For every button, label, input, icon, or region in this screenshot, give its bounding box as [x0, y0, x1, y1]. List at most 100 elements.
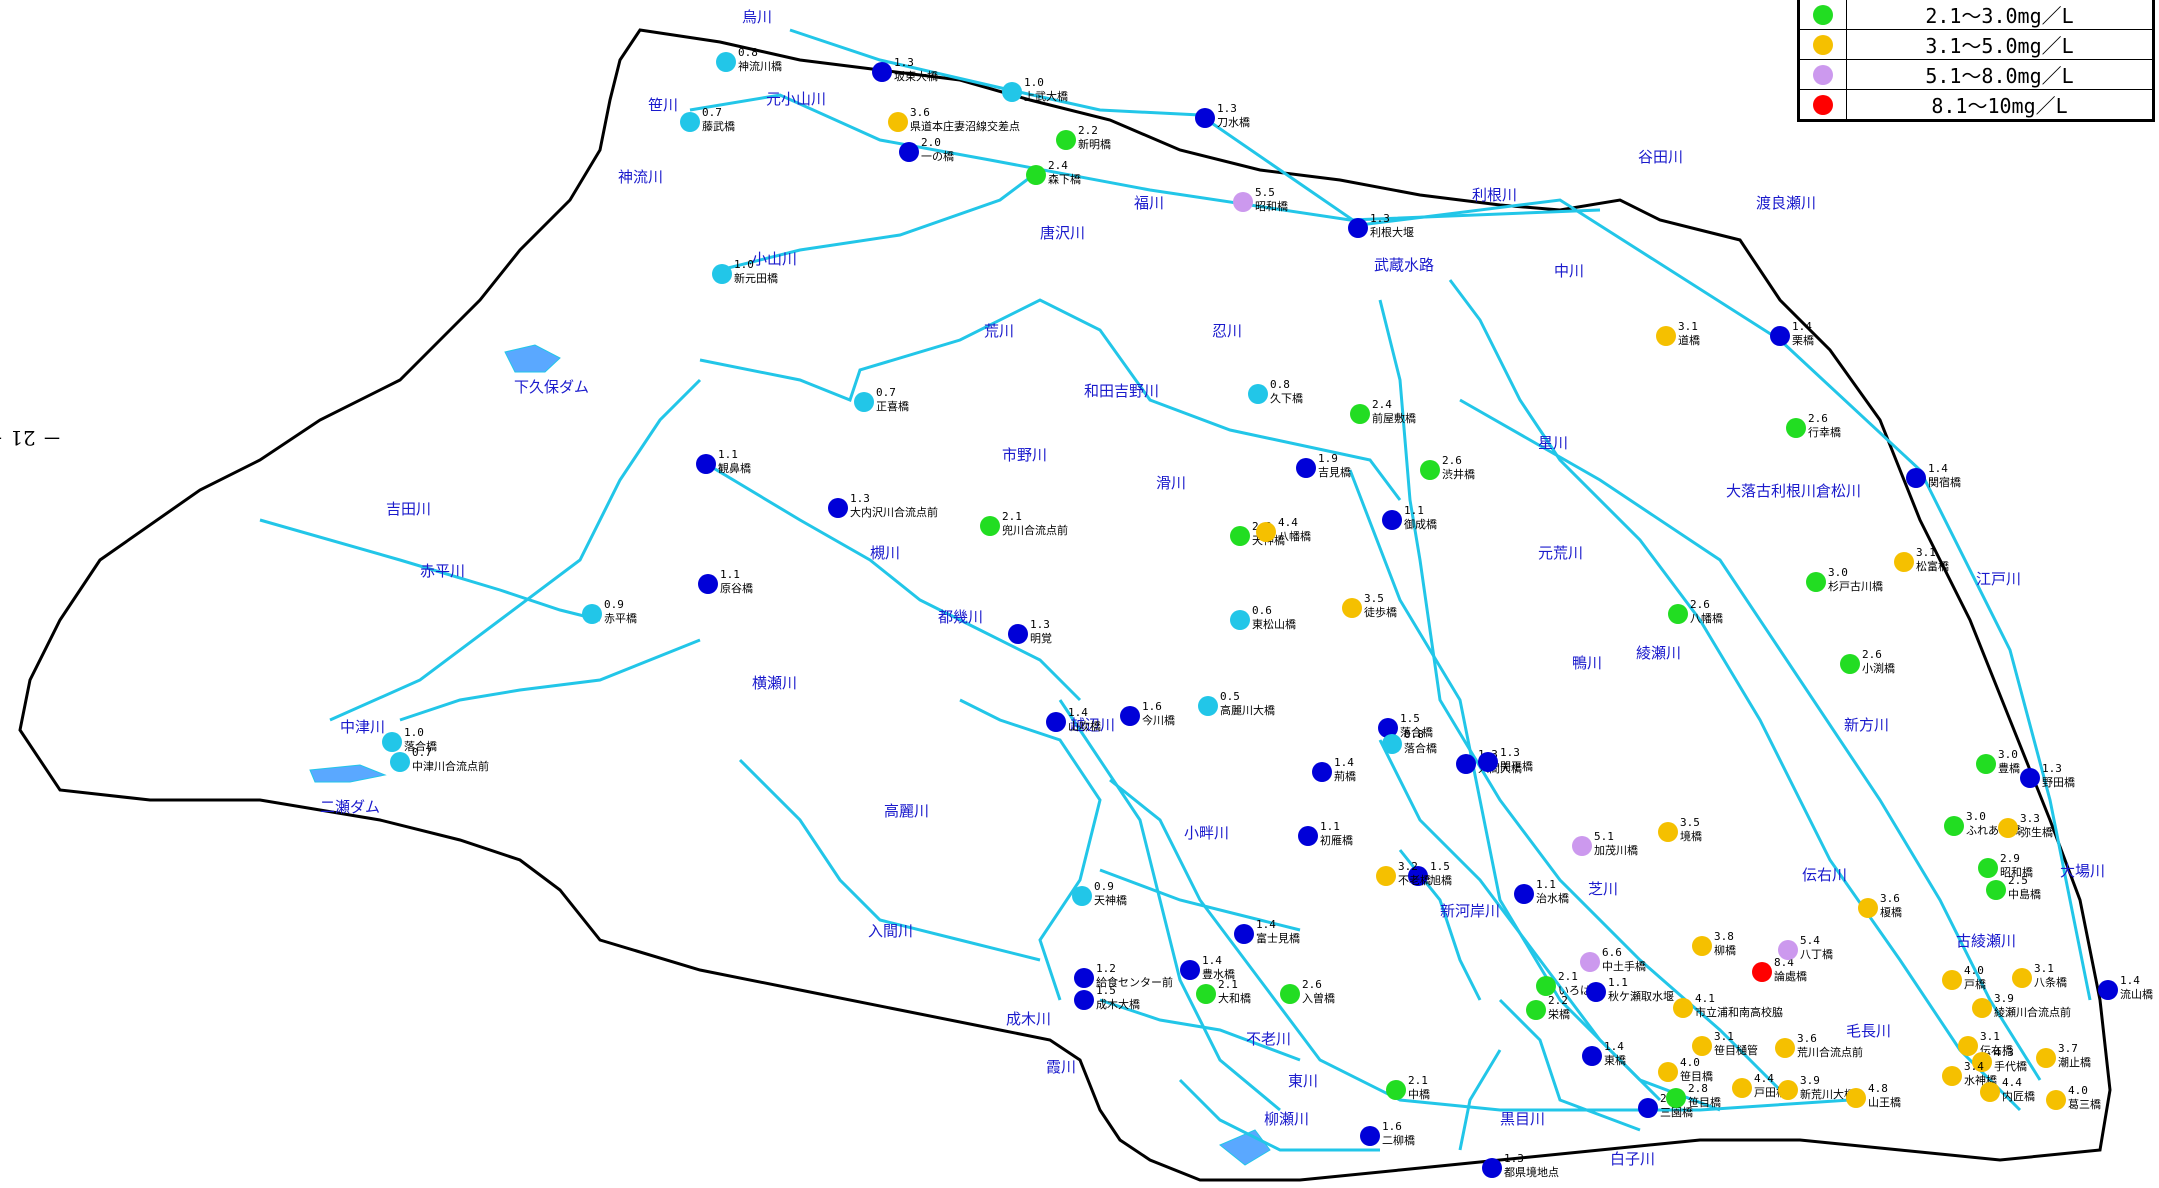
river-label: 元荒川: [1538, 544, 1583, 562]
station-value: 3.8: [1714, 930, 1734, 943]
station-name: 天神橋: [1094, 893, 1127, 907]
station-value: 2.8: [1688, 1082, 1708, 1095]
river-label: 越辺川: [1070, 716, 1115, 734]
station-dot: [1026, 165, 1046, 185]
station-value: 4.4: [1754, 1072, 1774, 1085]
station-name: 旭橋: [1430, 873, 1452, 887]
station-name: 兜川合流点前: [1002, 523, 1068, 537]
station-dot: [980, 516, 1000, 536]
station-dot: [1342, 598, 1362, 618]
station-name: 給食センター前: [1096, 975, 1173, 989]
station-dot: [1732, 1078, 1752, 1098]
station-dot: [1360, 1126, 1380, 1146]
station-dot: [712, 264, 732, 284]
river-label: 二瀬ダム: [320, 798, 380, 816]
river-label: 星川: [1538, 434, 1568, 452]
station-name: 新荒川大橋: [1800, 1087, 1855, 1101]
legend-swatch: [1813, 64, 1833, 85]
station-value: 1.0: [734, 258, 754, 271]
station-dot: [1778, 940, 1798, 960]
station-name: 観鼻橋: [718, 461, 751, 475]
station-name: 東橋: [1604, 1053, 1626, 1067]
station-value: 3.7: [2058, 1042, 2078, 1055]
station-value: 3.0: [1828, 566, 1848, 579]
station-name: 弥生橋: [2020, 825, 2053, 839]
station-name: 市立浦和南高校脇: [1695, 1005, 1783, 1019]
station-name: 秋ケ瀬取水堰: [1608, 989, 1674, 1003]
station-value: 1.4: [1604, 1040, 1624, 1053]
station-value: 1.0: [1024, 76, 1044, 89]
station-value: 1.3: [894, 56, 914, 69]
river-label: 大落古利根川: [1726, 482, 1816, 500]
station-value: 2.6: [1808, 412, 1828, 425]
river-label: 成木川: [1006, 1010, 1051, 1028]
station-dot: [1002, 82, 1022, 102]
station-value: 1.2: [1096, 962, 1116, 975]
station-dot: [1786, 418, 1806, 438]
station-name: 神流川橋: [738, 59, 782, 73]
station-value: 3.9: [1800, 1074, 1820, 1087]
station-name: 刀水橋: [1217, 115, 1250, 129]
station-name: 荊橋: [1334, 769, 1356, 783]
river-label: 谷田川: [1638, 148, 1683, 166]
legend-row: 8.1～10mg／L: [1800, 89, 2152, 119]
river-label: 大場川: [2060, 862, 2105, 880]
station-value: 2.0: [921, 136, 941, 149]
station-dot: [1998, 818, 2018, 838]
river-label: 中川: [1554, 262, 1584, 280]
legend-label: 2.1～3.0mg／L: [1846, 0, 2152, 29]
station-name: 久下橋: [1270, 391, 1303, 405]
river-label: 滑川: [1156, 474, 1186, 492]
station-value: 0.6: [1252, 604, 1272, 617]
station-value: 0.8: [1404, 728, 1424, 741]
station-value: 1.3: [1504, 1152, 1524, 1165]
station-value: 1.3: [2042, 762, 2062, 775]
station-name: 入曽橋: [1302, 991, 1335, 1005]
station-name: 戸橋: [1964, 977, 1986, 991]
river-label: 江戸川: [1976, 570, 2021, 588]
station-value: 2.6: [1862, 648, 1882, 661]
station-dot: [1582, 1046, 1602, 1066]
river-label: 芝川: [1588, 880, 1618, 898]
station-value: 4.8: [1868, 1082, 1888, 1095]
station-value: 1.1: [720, 568, 740, 581]
station-value: 1.4: [1202, 954, 1222, 967]
station-name: 森下橋: [1048, 172, 1081, 186]
station-dot: [1668, 604, 1688, 624]
legend: 2.1～3.0mg／L 3.1～5.0mg／L 5.1～8.0mg／L 8.1～…: [1797, 0, 2155, 122]
station-dot: [1248, 384, 1268, 404]
station-dot: [1580, 952, 1600, 972]
station-name: 上武大橋: [1024, 89, 1068, 103]
station-value: 1.1: [1608, 976, 1628, 989]
station-dot: [1230, 526, 1250, 546]
legend-swatch: [1813, 4, 1833, 25]
station-value: 3.1: [1714, 1030, 1734, 1043]
station-name: 新明橋: [1078, 137, 1111, 151]
station-name: 道橋: [1678, 333, 1700, 347]
station-name: 山吹橋: [1068, 719, 1101, 733]
station-name: 正喜橋: [876, 399, 909, 413]
station-value: 1.4: [2120, 974, 2140, 987]
station-dot: [1514, 884, 1534, 904]
legend-label: 5.1～8.0mg／L: [1846, 60, 2152, 89]
station-name: 松富橋: [1916, 559, 1949, 573]
station-name: 二柳橋: [1382, 1133, 1415, 1147]
station-dot: [828, 498, 848, 518]
station-dot: [1840, 654, 1860, 674]
station-name: 榎橋: [1880, 905, 1902, 919]
station-value: 0.5: [1220, 690, 1240, 703]
tama-lake: [1219, 1129, 1271, 1166]
station-dot: [1658, 822, 1678, 842]
station-dot: [1180, 960, 1200, 980]
station-dot: [1196, 984, 1216, 1004]
river-label: 福川: [1134, 194, 1164, 212]
river-label: 伝右川: [1802, 866, 1847, 884]
station-value: 4.1: [1695, 992, 1715, 1005]
station-value: 4.0: [2068, 1084, 2088, 1097]
station-dot: [1382, 510, 1402, 530]
station-dot: [1806, 572, 1826, 592]
river-label: 笹川: [648, 96, 678, 114]
station-dot: [1692, 936, 1712, 956]
station-value: 4.0: [1964, 964, 1984, 977]
river-label: 柳瀬川: [1264, 1110, 1309, 1128]
